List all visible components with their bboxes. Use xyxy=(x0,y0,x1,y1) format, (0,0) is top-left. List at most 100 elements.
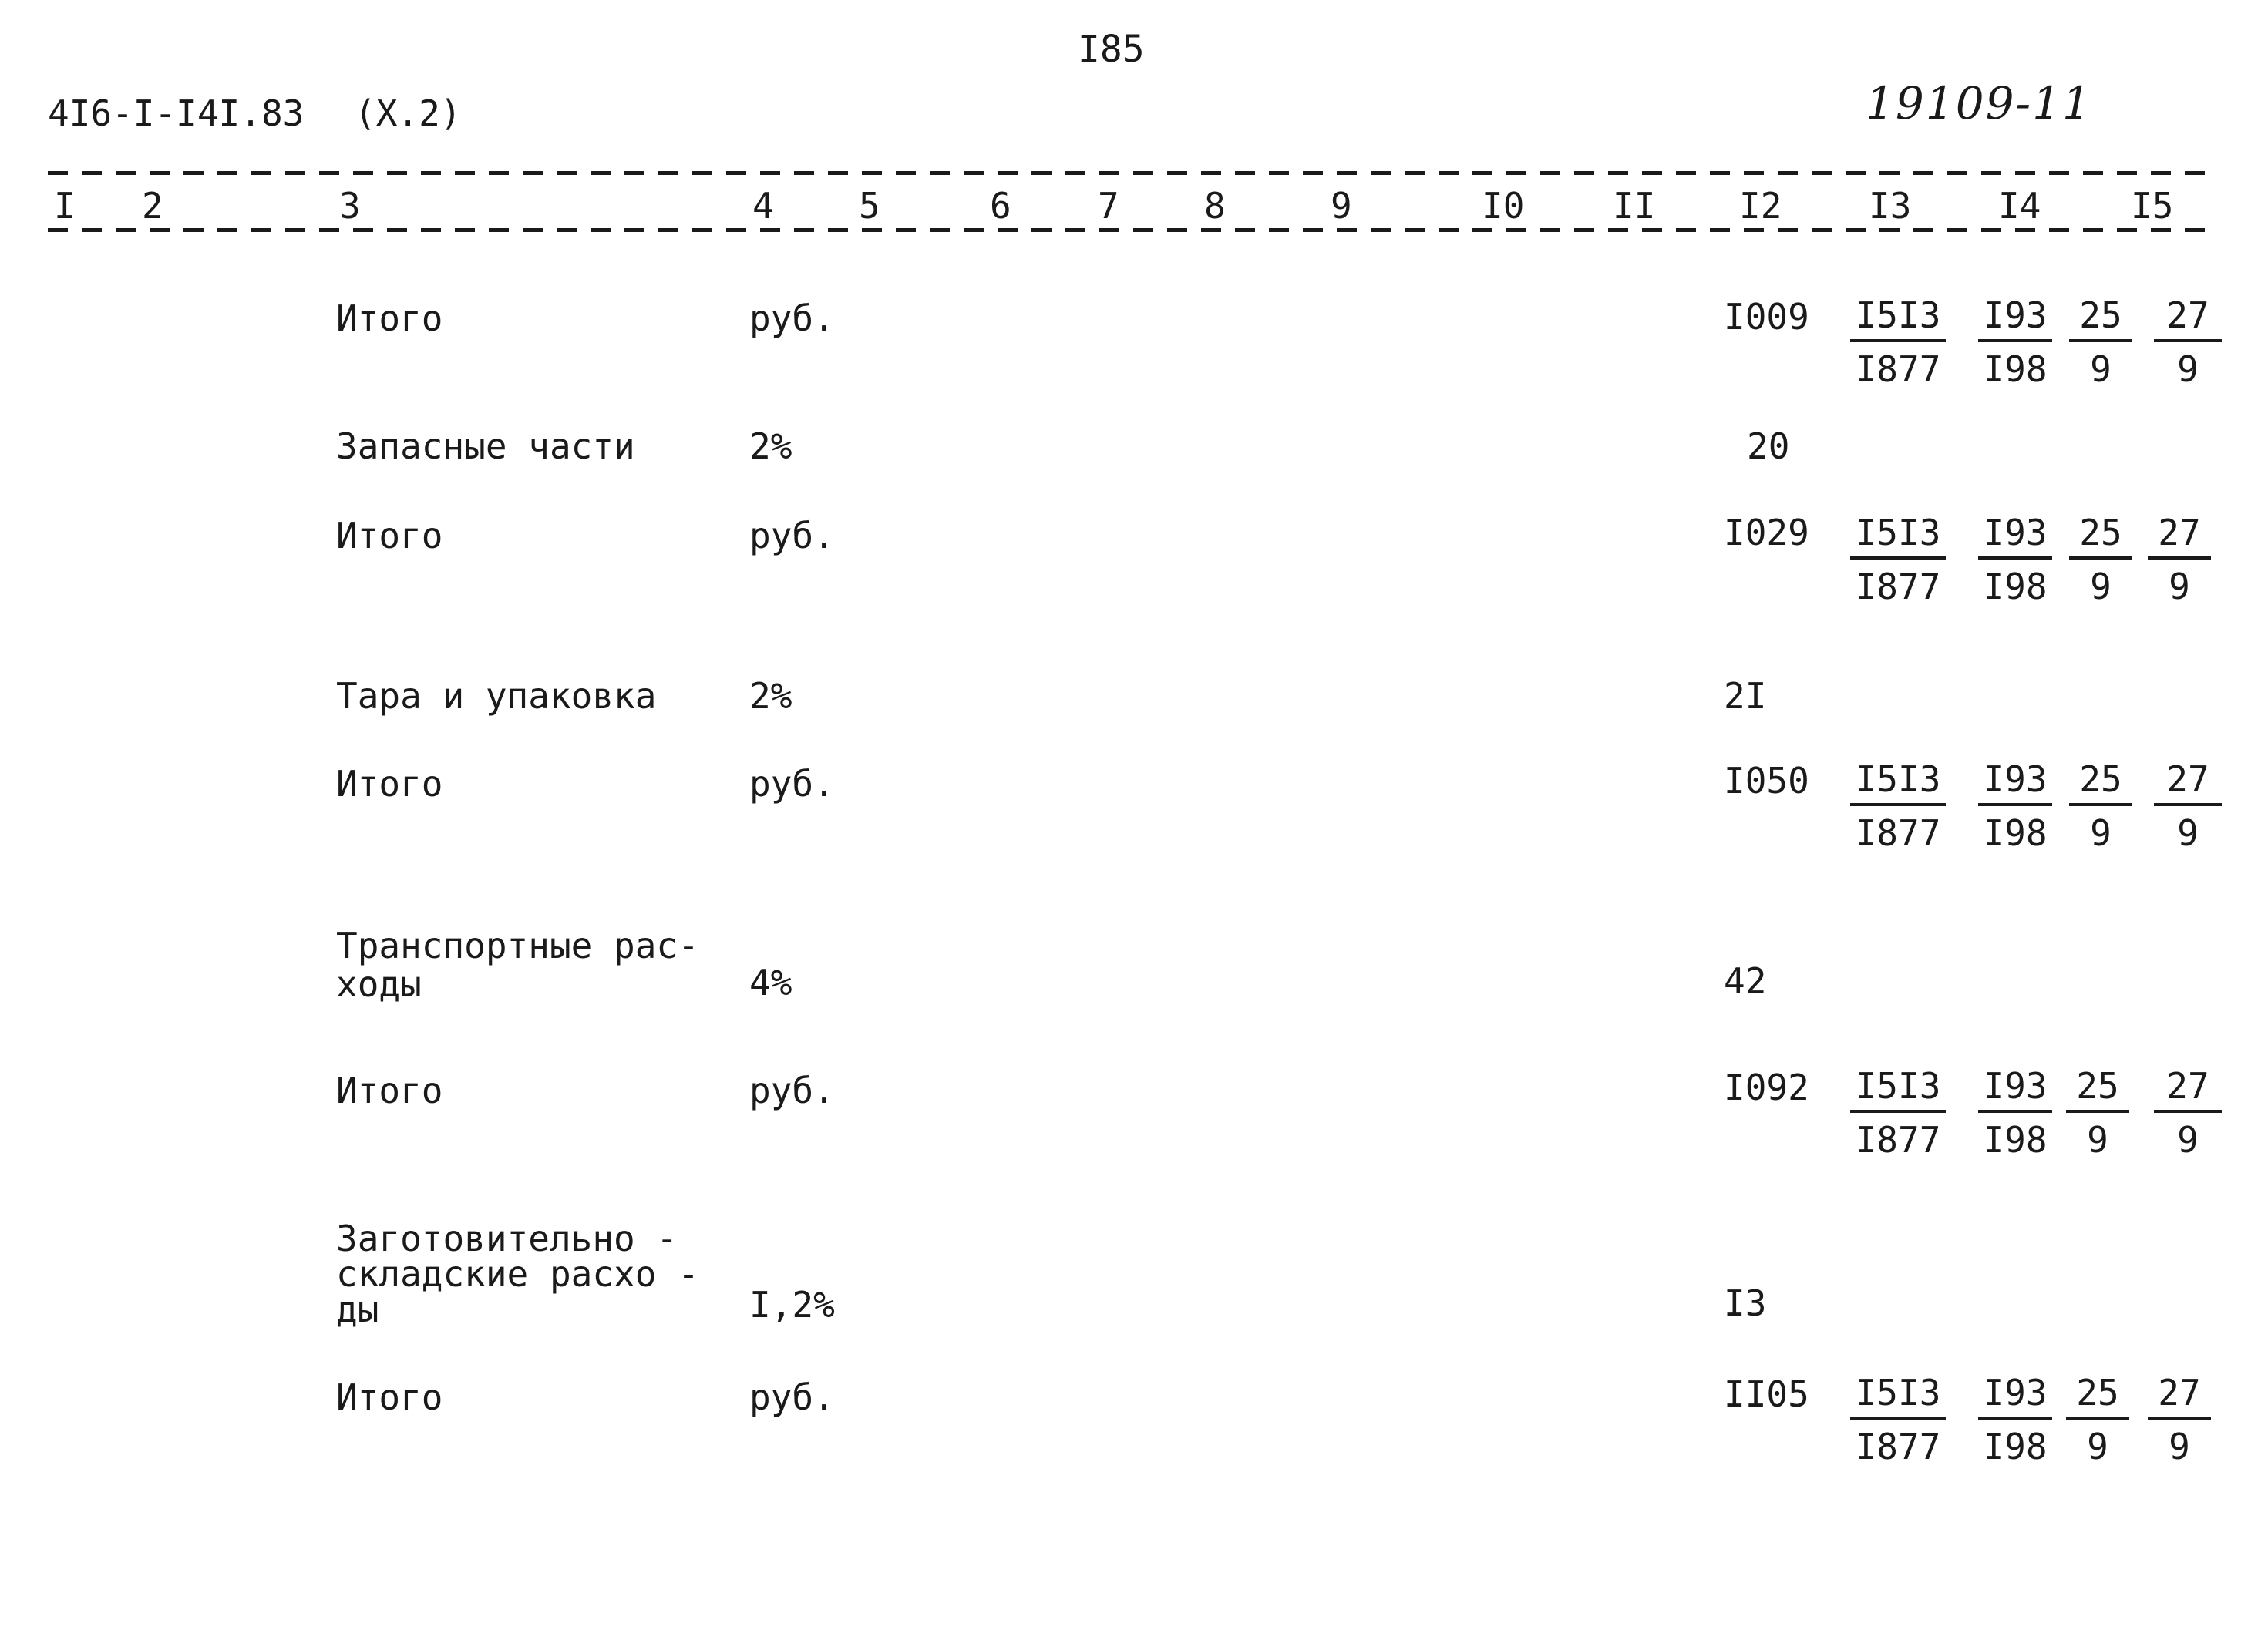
fraction-numerator: 25 xyxy=(2069,297,2132,342)
fraction-numerator: I5I3 xyxy=(1850,761,1946,806)
fraction-numerator: I93 xyxy=(1978,761,2052,806)
row-label-line: Заготовительно - xyxy=(336,1218,678,1259)
fraction-numerator: I93 xyxy=(1978,297,2052,342)
row-unit: 2% xyxy=(749,675,792,717)
row-label: Итого xyxy=(336,1070,443,1111)
row-total: I050 xyxy=(1724,760,1809,802)
fraction-numerator: I93 xyxy=(1978,515,2052,560)
handwritten-number: 19109-11 xyxy=(1866,77,2092,129)
fraction-denominator: 9 xyxy=(2090,348,2112,390)
fraction-numerator: I5I3 xyxy=(1850,297,1946,342)
row-label-line: складские расхо - xyxy=(336,1253,699,1295)
fraction-denominator: I98 xyxy=(1983,348,2048,390)
fraction-numerator: 27 xyxy=(2148,515,2211,560)
document-code: 4I6-I-I4I.83 xyxy=(48,92,305,134)
fraction-denominator: 9 xyxy=(2177,812,2199,854)
fraction-denominator: I877 xyxy=(1855,348,1941,390)
row-label: Тара и упаковка xyxy=(336,675,657,717)
row-label-line: ходы xyxy=(336,963,422,1005)
row-unit: I,2% xyxy=(749,1284,835,1326)
column-number: 2 xyxy=(142,185,163,227)
fraction-denominator: I877 xyxy=(1855,1426,1941,1467)
fraction-numerator: 25 xyxy=(2066,1375,2129,1420)
header-bottom-rule xyxy=(48,228,2214,232)
fraction-denominator: 9 xyxy=(2177,1119,2199,1161)
row-total: II05 xyxy=(1724,1373,1809,1415)
row-label: Запасные части xyxy=(336,425,635,467)
column-number: I0 xyxy=(1482,185,1525,227)
fraction-denominator: 9 xyxy=(2177,348,2199,390)
fraction-numerator: 27 xyxy=(2148,1375,2211,1420)
column-number: I3 xyxy=(1869,185,1912,227)
header-top-rule xyxy=(48,171,2214,175)
fraction-denominator: I98 xyxy=(1983,812,2048,854)
fraction-numerator: I93 xyxy=(1978,1068,2052,1113)
column-number: I2 xyxy=(1739,185,1782,227)
column-number: II xyxy=(1613,185,1656,227)
row-label: Итого xyxy=(336,297,443,339)
row-unit: руб. xyxy=(749,1376,835,1418)
fraction-denominator: 9 xyxy=(2169,1426,2190,1467)
column-number: 4 xyxy=(752,185,774,227)
fraction-numerator: I5I3 xyxy=(1850,515,1946,560)
fraction-numerator: 27 xyxy=(2154,297,2222,342)
fraction-denominator: I98 xyxy=(1983,1119,2048,1161)
column-number: 6 xyxy=(990,185,1011,227)
row-unit: 4% xyxy=(749,962,792,1003)
row-total: 20 xyxy=(1747,425,1790,467)
row-total: I092 xyxy=(1724,1067,1809,1108)
row-total: I3 xyxy=(1724,1282,1767,1324)
fraction-numerator: 25 xyxy=(2069,761,2132,806)
row-total: I009 xyxy=(1724,296,1809,338)
fraction-denominator: I877 xyxy=(1855,566,1941,607)
fraction-denominator: 9 xyxy=(2169,566,2190,607)
fraction-denominator: 9 xyxy=(2087,1119,2108,1161)
document-part: (X.2) xyxy=(355,92,462,134)
fraction-numerator: I5I3 xyxy=(1850,1068,1946,1113)
row-label-line: ды xyxy=(336,1289,379,1330)
fraction-numerator: I5I3 xyxy=(1850,1375,1946,1420)
column-number: 3 xyxy=(339,185,361,227)
column-number: I xyxy=(54,185,76,227)
row-unit: руб. xyxy=(749,297,835,339)
row-label: Итого xyxy=(336,763,443,805)
row-label-line: Транспортные рас- xyxy=(336,925,699,966)
row-label: Итого xyxy=(336,1376,443,1418)
row-label: Итого xyxy=(336,515,443,556)
fraction-denominator: 9 xyxy=(2090,566,2112,607)
column-number: I5 xyxy=(2131,185,2174,227)
fraction-denominator: I877 xyxy=(1855,1119,1941,1161)
fraction-denominator: 9 xyxy=(2087,1426,2108,1467)
row-total: I029 xyxy=(1724,512,1809,553)
column-number: 8 xyxy=(1204,185,1226,227)
fraction-numerator: I93 xyxy=(1978,1375,2052,1420)
fraction-numerator: 25 xyxy=(2069,515,2132,560)
fraction-denominator: I877 xyxy=(1855,812,1941,854)
fraction-denominator: 9 xyxy=(2090,812,2112,854)
column-number: 7 xyxy=(1098,185,1119,227)
page-number: I85 xyxy=(1078,28,1145,71)
fraction-numerator: 27 xyxy=(2154,761,2222,806)
row-total: 2I xyxy=(1724,675,1767,717)
fraction-denominator: I98 xyxy=(1983,1426,2048,1467)
fraction-denominator: I98 xyxy=(1983,566,2048,607)
column-number: 9 xyxy=(1331,185,1352,227)
row-unit: руб. xyxy=(749,1070,835,1111)
